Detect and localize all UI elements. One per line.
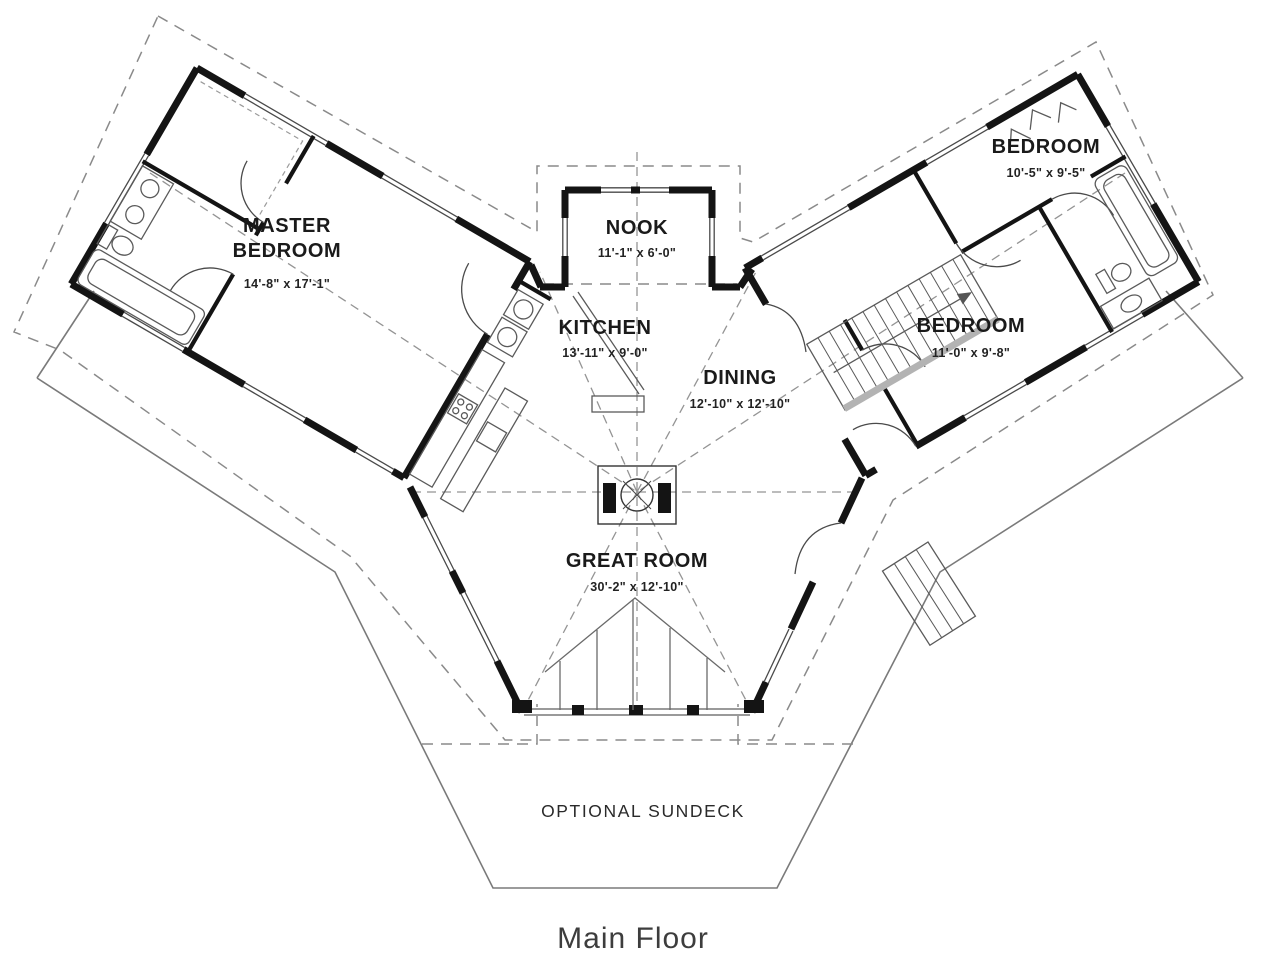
room-labels: MASTER BEDROOM 14'-8" x 17'-1" NOOK 11'-… xyxy=(233,136,1101,821)
room-dims-kitchen: 13'-11" x 9'-0" xyxy=(562,346,648,360)
room-label-kitchen: KITCHEN xyxy=(558,317,651,339)
room-label-master-line1: MASTER xyxy=(243,215,331,237)
right-wing-windows xyxy=(760,124,1156,421)
room-dims-bedroom-lower: 11'-0" x 9'-8" xyxy=(932,346,1010,360)
right-wing-partitions xyxy=(842,154,1127,447)
bay-vault-lines xyxy=(544,597,726,710)
kitchen-fixtures xyxy=(439,291,645,513)
laundry-kitchen-strip xyxy=(408,279,552,489)
room-dims-nook: 11'-1" x 6'-0" xyxy=(598,246,676,260)
deck-stairs xyxy=(881,541,977,647)
roof-overhang-dashed xyxy=(12,14,1214,745)
door-arcs xyxy=(169,160,488,335)
room-label-bedroom-lower: BEDROOM xyxy=(917,315,1026,337)
ceiling-dashed-lines xyxy=(149,152,1126,710)
staircase xyxy=(805,253,1000,412)
closet-hanger-marks xyxy=(1009,101,1077,151)
room-dims-great-room: 30'-2" x 12'-10" xyxy=(590,580,683,594)
page-title: Main Floor xyxy=(557,922,709,955)
room-label-dining: DINING xyxy=(703,367,777,389)
dining-hall-door-arc xyxy=(765,303,807,353)
room-label-great-room: GREAT ROOM xyxy=(566,550,708,572)
room-dims-bedroom-upper: 10'-5" x 9'-5" xyxy=(1007,166,1086,180)
room-label-nook: NOOK xyxy=(606,217,668,239)
right-wing-bedrooms xyxy=(741,71,1202,479)
sundeck-outline xyxy=(36,290,1244,889)
left-wing-windows xyxy=(103,93,458,474)
master-bath-fixtures xyxy=(77,164,206,345)
left-wing-partitions xyxy=(141,134,316,354)
room-dims-dining: 12'-10" x 12'-10" xyxy=(690,397,791,411)
nook-walls xyxy=(527,186,755,291)
hall-bath-fixtures xyxy=(1094,165,1179,330)
left-wing-master-suite xyxy=(68,64,552,489)
great-room-bay xyxy=(406,476,866,716)
closet-dashed-shelf xyxy=(200,81,304,218)
room-dims-master: 14'-8" x 17'-1" xyxy=(244,277,330,291)
sundeck-label: OPTIONAL SUNDECK xyxy=(541,801,745,821)
fireplace xyxy=(597,465,677,525)
room-label-master-line2: BEDROOM xyxy=(233,240,342,262)
room-label-bedroom-upper: BEDROOM xyxy=(992,136,1101,158)
